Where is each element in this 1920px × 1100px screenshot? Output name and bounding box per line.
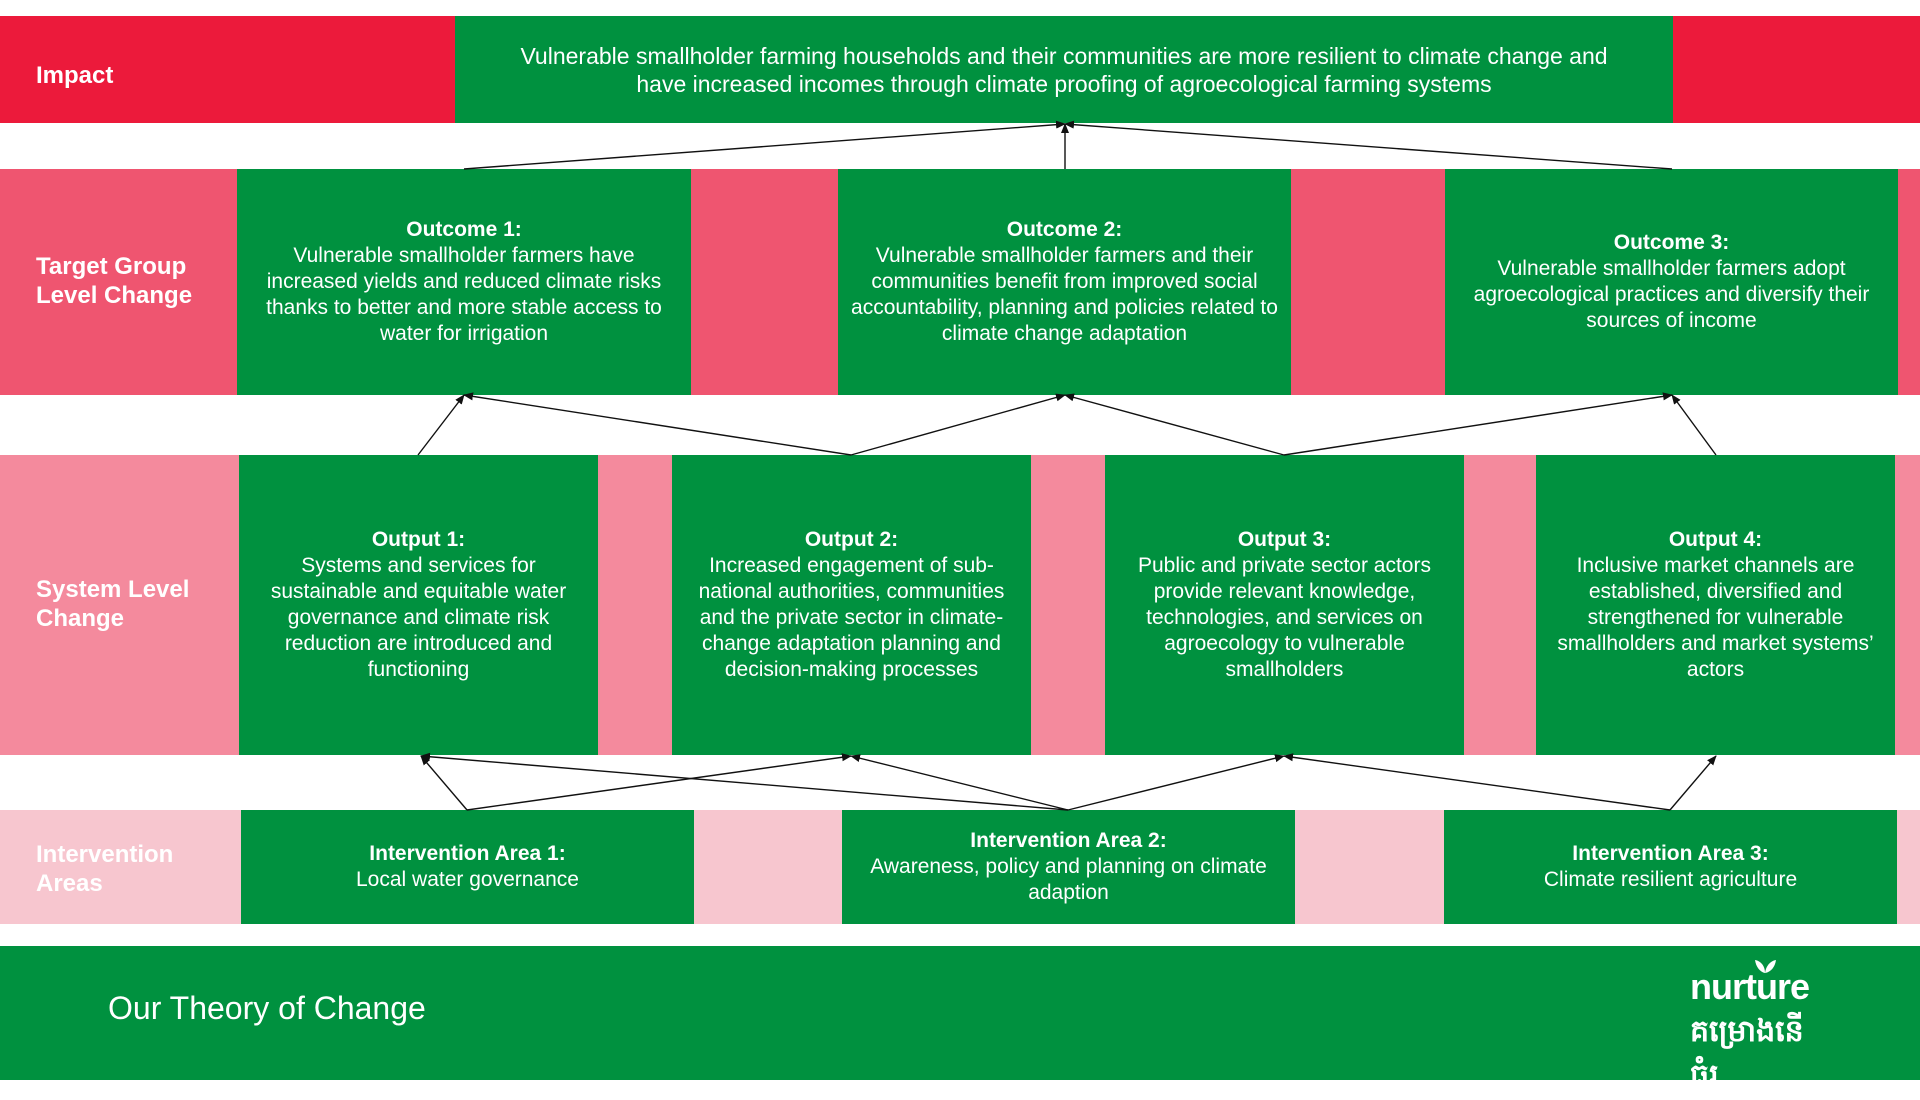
- intervention-box-1: Intervention Area 1: Local water governa…: [241, 810, 694, 924]
- row-label-system-level: System Level Change: [36, 576, 190, 632]
- footer-title: Our Theory of Change: [108, 990, 426, 1026]
- output-box-2: Output 2: Increased engagement of sub-na…: [672, 455, 1031, 755]
- arrow-intervention-2-to-output-3: [1067, 754, 1285, 811]
- arrow-outcome-3-to-impact: [1064, 120, 1673, 170]
- intervention-3-title: Intervention Area 3:: [1572, 842, 1769, 865]
- arrow-output-3-to-outcome-2: [1064, 393, 1285, 456]
- output-1-title: Output 1:: [371, 528, 466, 551]
- row-label-intervention-areas: Intervention Areas: [36, 841, 174, 897]
- arrow-intervention-1-to-output-2: [466, 753, 852, 811]
- arrow-intervention-1-to-output-1: [420, 755, 468, 811]
- impact-box: Vulnerable smallholder farming household…: [455, 16, 1673, 123]
- intervention-3-body: Climate resilient agriculture: [1543, 868, 1798, 891]
- intervention-1-body: Local water governance: [356, 868, 579, 891]
- outcome-3-body: Vulnerable smallholder farmers adopt agr…: [1473, 257, 1870, 332]
- outcome-2-body: Vulnerable smallholder farmers and their…: [851, 244, 1278, 345]
- arrow-output-2-to-outcome-2: [850, 393, 1066, 456]
- outcome-3-title: Outcome 3:: [1613, 231, 1730, 254]
- arrow-intervention-2-to-output-2: [850, 754, 1069, 811]
- row-label-target-group: Target Group Level Change: [36, 253, 193, 309]
- outcome-box-1: Outcome 1: Vulnerable smallholder farmer…: [237, 169, 691, 395]
- arrow-output-4-to-outcome-3: [1671, 394, 1717, 456]
- output-box-3: Output 3: Public and private sector acto…: [1105, 455, 1464, 755]
- intervention-1-title: Intervention Area 1:: [369, 842, 566, 865]
- leaf-icon: [1752, 958, 1778, 979]
- output-4-title: Output 4:: [1668, 528, 1763, 551]
- intervention-2-body: Awareness, policy and planning on climat…: [870, 855, 1267, 904]
- intervention-box-3: Intervention Area 3: Climate resilient a…: [1444, 810, 1897, 924]
- outcome-1-body: Vulnerable smallholder farmers have incr…: [266, 244, 662, 345]
- footer-band: [0, 946, 1920, 1080]
- arrow-intervention-3-to-output-3: [1283, 753, 1671, 811]
- arrow-output-2-to-outcome-1: [463, 392, 852, 456]
- arrow-intervention-2-to-output-1: [420, 752, 1069, 811]
- logo-wordmark: nurture: [1690, 966, 1810, 1007]
- output-2-body: Increased engagement of sub-national aut…: [698, 554, 1005, 681]
- output-3-title: Output 3:: [1237, 528, 1332, 551]
- arrow-output-3-to-outcome-3: [1283, 392, 1673, 456]
- outcome-2-title: Outcome 2:: [1006, 218, 1123, 241]
- outcome-box-2: Outcome 2: Vulnerable smallholder farmer…: [838, 169, 1291, 395]
- outcome-box-3: Outcome 3: Vulnerable smallholder farmer…: [1445, 169, 1898, 395]
- intervention-box-2: Intervention Area 2: Awareness, policy a…: [842, 810, 1295, 924]
- impact-text: Vulnerable smallholder farming household…: [520, 42, 1608, 97]
- output-2-title: Output 2:: [804, 528, 899, 551]
- output-box-1: Output 1: Systems and services for susta…: [239, 455, 598, 755]
- arrow-output-1-to-outcome-1: [417, 394, 465, 456]
- output-3-body: Public and private sector actors provide…: [1138, 554, 1431, 681]
- outcome-1-title: Outcome 1:: [406, 218, 522, 241]
- output-box-4: Output 4: Inclusive market channels are …: [1536, 455, 1895, 755]
- output-4-body: Inclusive market channels are establishe…: [1557, 554, 1874, 681]
- row-label-impact: Impact: [36, 62, 114, 89]
- arrow-outcome-1-to-impact: [463, 120, 1066, 170]
- arrow-intervention-3-to-output-4: [1669, 755, 1717, 811]
- nurture-logo: nurture គម្រោងនើធំរ: [1688, 960, 1828, 1093]
- logo-khmer-text: គម្រោងនើធំរ: [1690, 1014, 1804, 1093]
- intervention-2-title: Intervention Area 2:: [970, 829, 1167, 852]
- output-1-body: Systems and services for sustainable and…: [270, 554, 567, 681]
